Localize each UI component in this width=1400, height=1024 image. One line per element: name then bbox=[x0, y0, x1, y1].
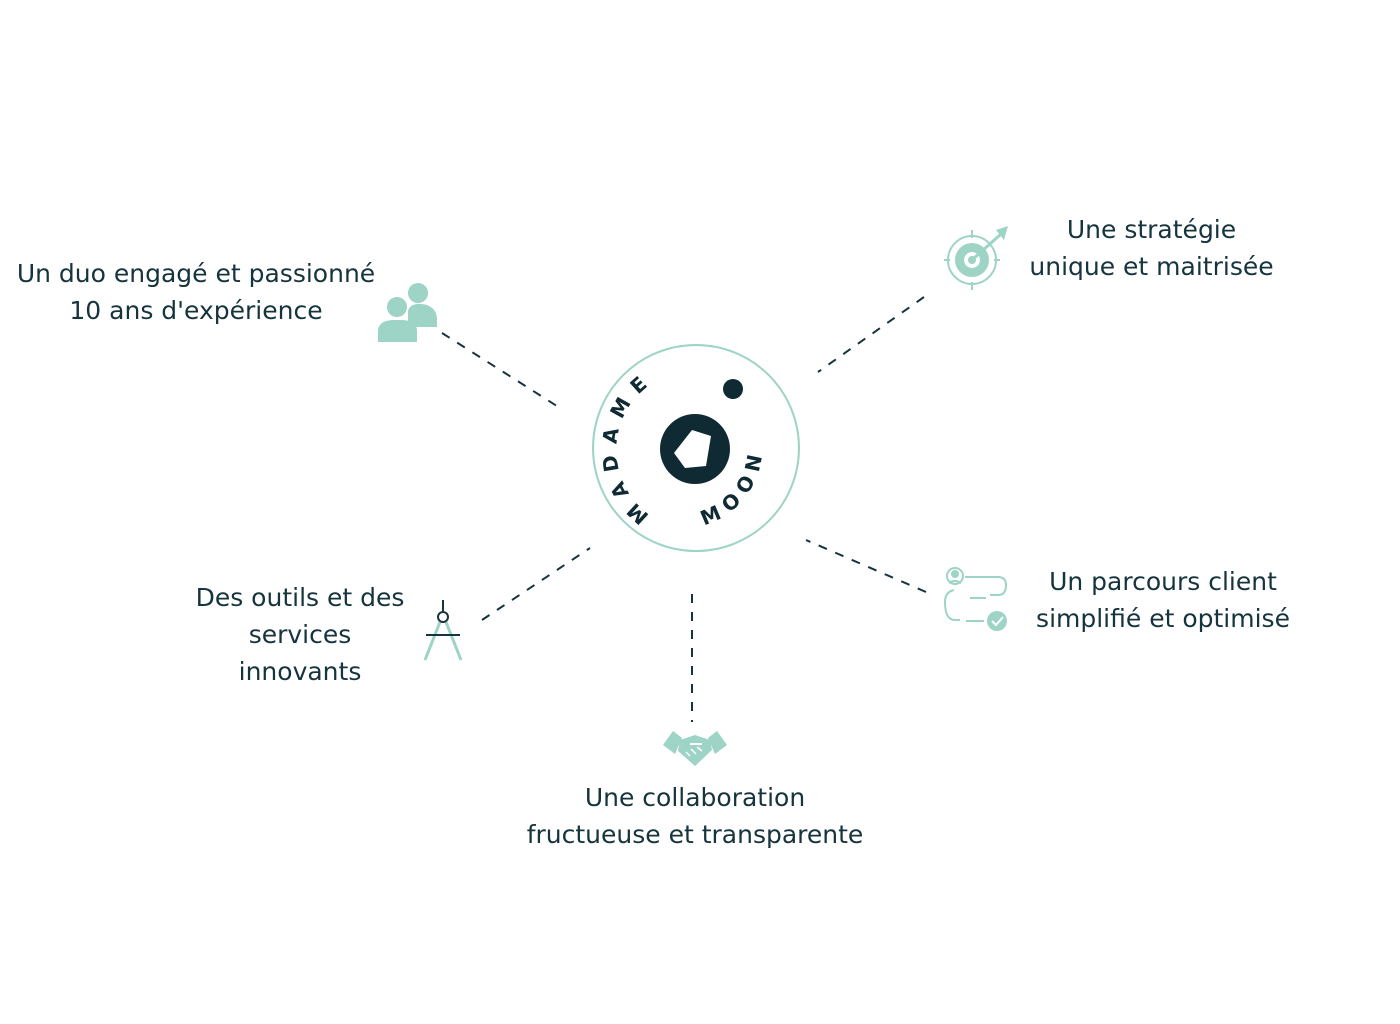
feature-strategie-line-1: Une stratégie bbox=[1066, 215, 1237, 244]
feature-label-parcours: Un parcours client simplifié et optimisé bbox=[1018, 563, 1308, 637]
logo-moon-dot bbox=[723, 379, 743, 399]
feature-label-duo: Un duo engagé et passionné 10 ans d'expé… bbox=[0, 255, 392, 329]
feature-outils-line-1: Des outils et des bbox=[195, 583, 405, 612]
connector-strategie bbox=[817, 296, 925, 373]
feature-duo-line-1: Un duo engagé et passionné bbox=[16, 259, 376, 288]
compass-icon bbox=[423, 600, 463, 661]
feature-outils-line-3: innovants bbox=[238, 657, 362, 686]
feature-parcours-line-2: simplifié et optimisé bbox=[1036, 604, 1290, 633]
logo-gem-shape bbox=[674, 430, 711, 468]
feature-label-strategie: Une stratégie unique et maitrisée bbox=[1014, 211, 1289, 285]
connector-outils bbox=[481, 547, 591, 621]
connector-duo bbox=[441, 332, 561, 409]
feature-duo-line-2: 10 ans d'expérience bbox=[69, 296, 323, 325]
handshake-icon bbox=[663, 731, 727, 766]
madame-moon-logo: MADAME MOON bbox=[592, 344, 800, 552]
people-icon bbox=[378, 283, 437, 342]
feature-label-collab: Une collaboration fructueuse et transpar… bbox=[500, 779, 890, 853]
feature-parcours-line-1: Un parcours client bbox=[1049, 567, 1277, 596]
feature-collab-line-1: Une collaboration bbox=[584, 783, 806, 812]
feature-strategie-line-2: unique et maitrisée bbox=[1029, 252, 1274, 281]
customer-journey-icon bbox=[943, 567, 1008, 631]
feature-label-outils: Des outils et des services innovants bbox=[180, 579, 420, 690]
feature-collab-line-2: fructueuse et transparente bbox=[526, 820, 864, 849]
target-arrow-icon bbox=[944, 226, 1008, 290]
feature-outils-line-2: services bbox=[248, 620, 352, 649]
connector-parcours bbox=[805, 539, 927, 593]
